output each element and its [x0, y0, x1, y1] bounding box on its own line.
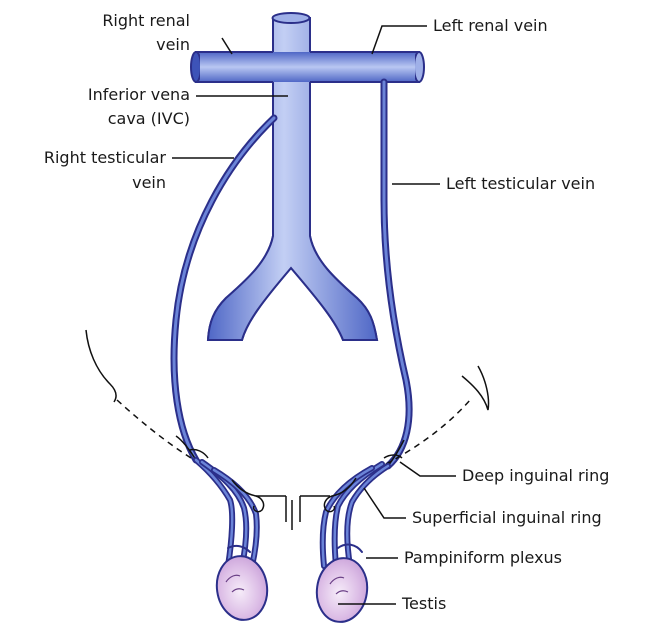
label-right-testicular-vein-line2: vein: [132, 173, 166, 192]
left-renal-vein-end: [414, 52, 424, 82]
label-left-renal-vein: Left renal vein: [433, 16, 548, 35]
label-right-renal-vein-line1: Right renal: [102, 11, 190, 30]
left-flank-curve: [86, 330, 116, 402]
leader-superficial-inguinal-ring: [364, 488, 406, 518]
label-right-testicular-vein-line1: Right testicular: [44, 148, 167, 167]
label-testis: Testis: [401, 594, 446, 613]
leader-deep-inguinal-ring: [400, 462, 456, 476]
right-spermatic-cord: [196, 460, 257, 566]
inguinal-ligament-line: [117, 400, 470, 480]
right-renal-vein-end: [191, 52, 201, 82]
leader-left-renal-vein: [372, 26, 427, 54]
label-ivc-line2: cava (IVC): [108, 109, 190, 128]
label-deep-inguinal-ring: Deep inguinal ring: [462, 466, 609, 485]
label-right-renal-vein-line2: vein: [156, 35, 190, 54]
label-superficial-inguinal-ring: Superficial inguinal ring: [412, 508, 602, 527]
body-outline: [86, 330, 489, 480]
testes: [213, 553, 371, 624]
renal-junction: [200, 52, 415, 82]
right-testis: [213, 553, 271, 623]
label-left-testicular-vein: Left testicular vein: [446, 174, 595, 193]
ivc-top-opening: [273, 13, 310, 23]
label-ivc-line1: Inferior vena: [88, 85, 190, 104]
label-pampiniform-plexus: Pampiniform plexus: [404, 548, 562, 567]
